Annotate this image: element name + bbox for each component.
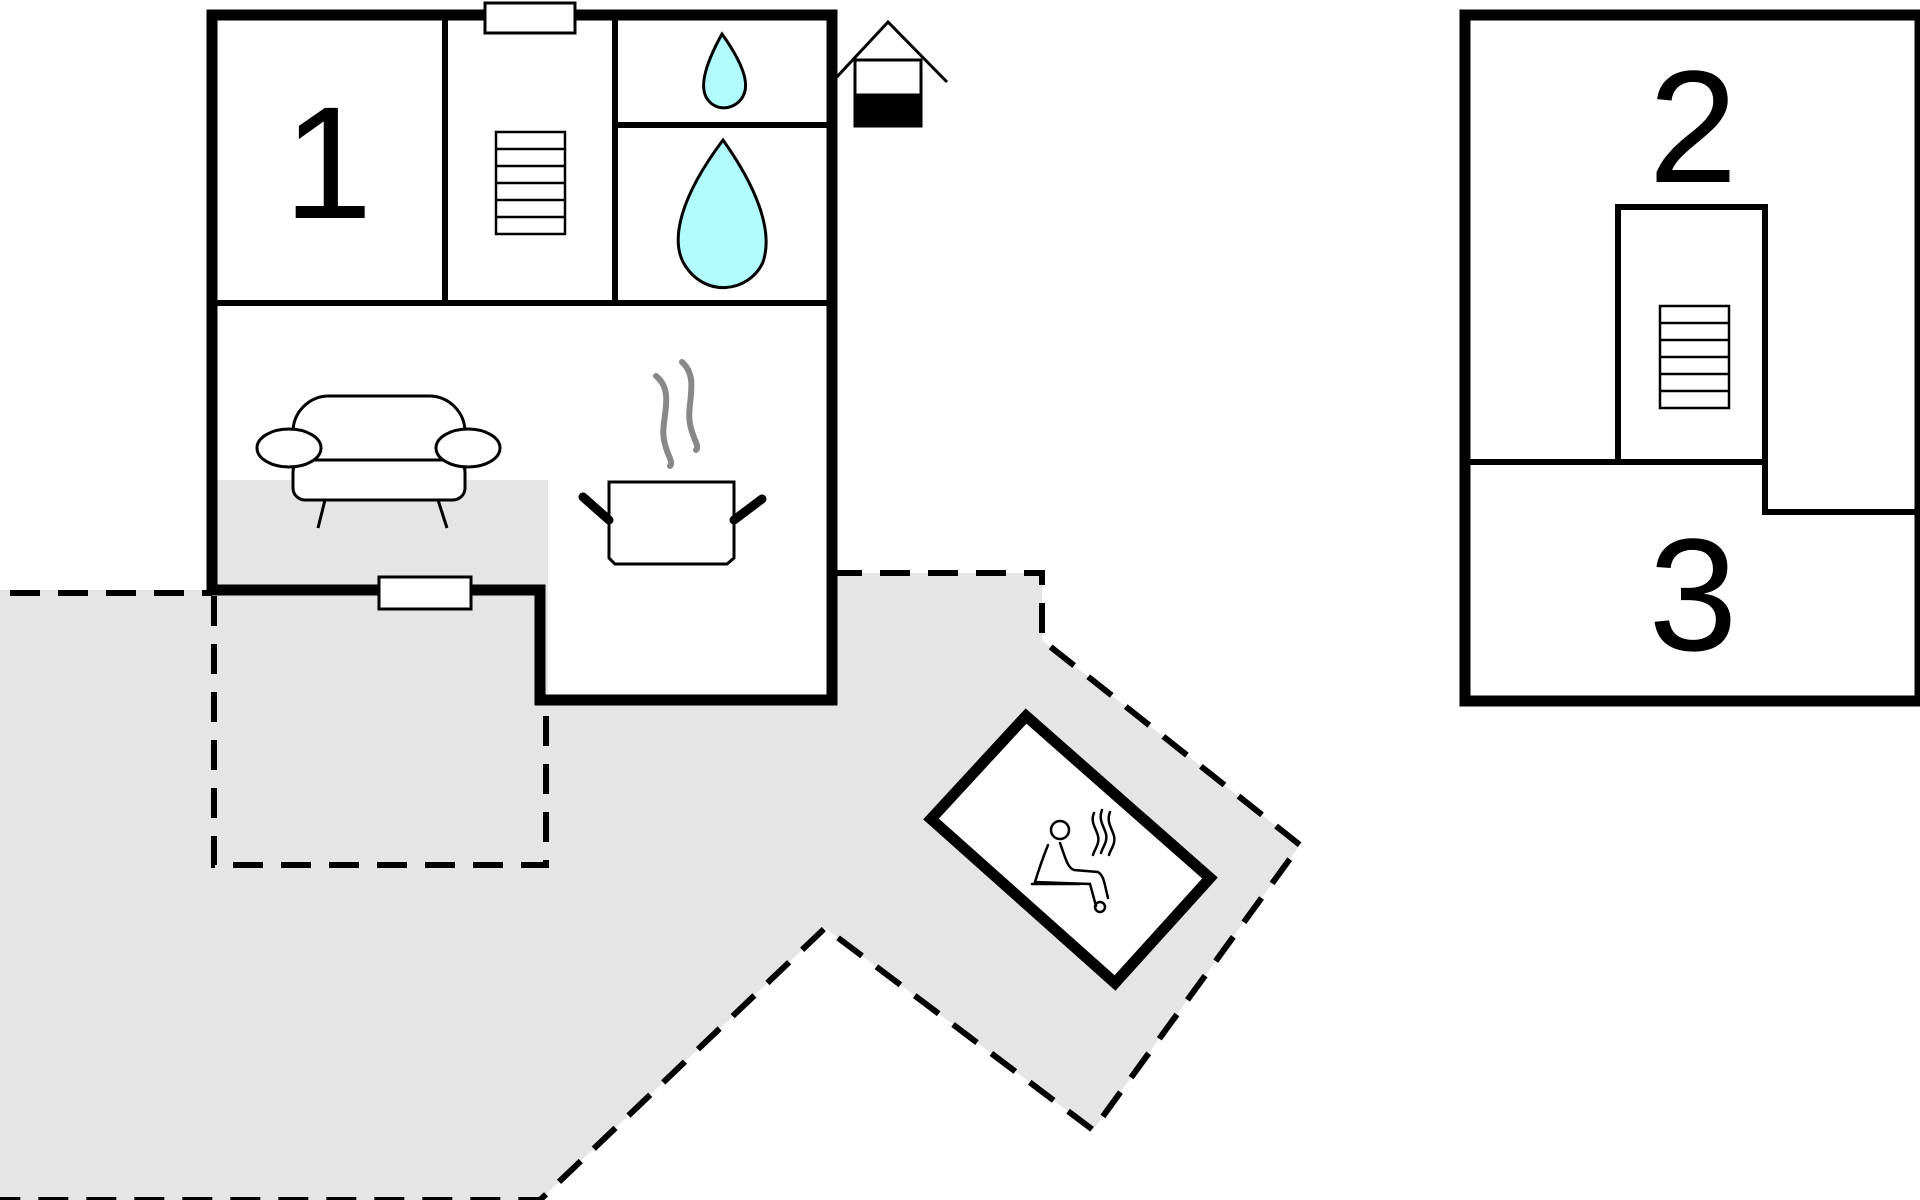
bunk-bed-icon — [494, 130, 567, 236]
house-walls — [206, 9, 838, 706]
room-number-1: 1 — [284, 73, 373, 252]
water-drop-icon — [702, 31, 748, 110]
room-number-2: 2 — [1649, 37, 1738, 216]
cooking-pot-icon — [578, 480, 767, 566]
sauna-room — [923, 708, 1218, 991]
steam-icon — [653, 359, 701, 469]
sauna-icon — [1030, 808, 1116, 914]
bunk-bed-icon — [1658, 304, 1731, 410]
fireplace-icon — [832, 19, 949, 128]
terrace-area — [0, 480, 1305, 1200]
window-top — [483, 1, 577, 35]
sofa-icon — [255, 394, 502, 529]
water-drop-icon — [676, 137, 768, 289]
window-bottom — [377, 575, 473, 611]
carport-outline — [211, 596, 549, 868]
upper-floor-walls — [1459, 9, 1920, 707]
room-number-3: 3 — [1649, 505, 1738, 684]
